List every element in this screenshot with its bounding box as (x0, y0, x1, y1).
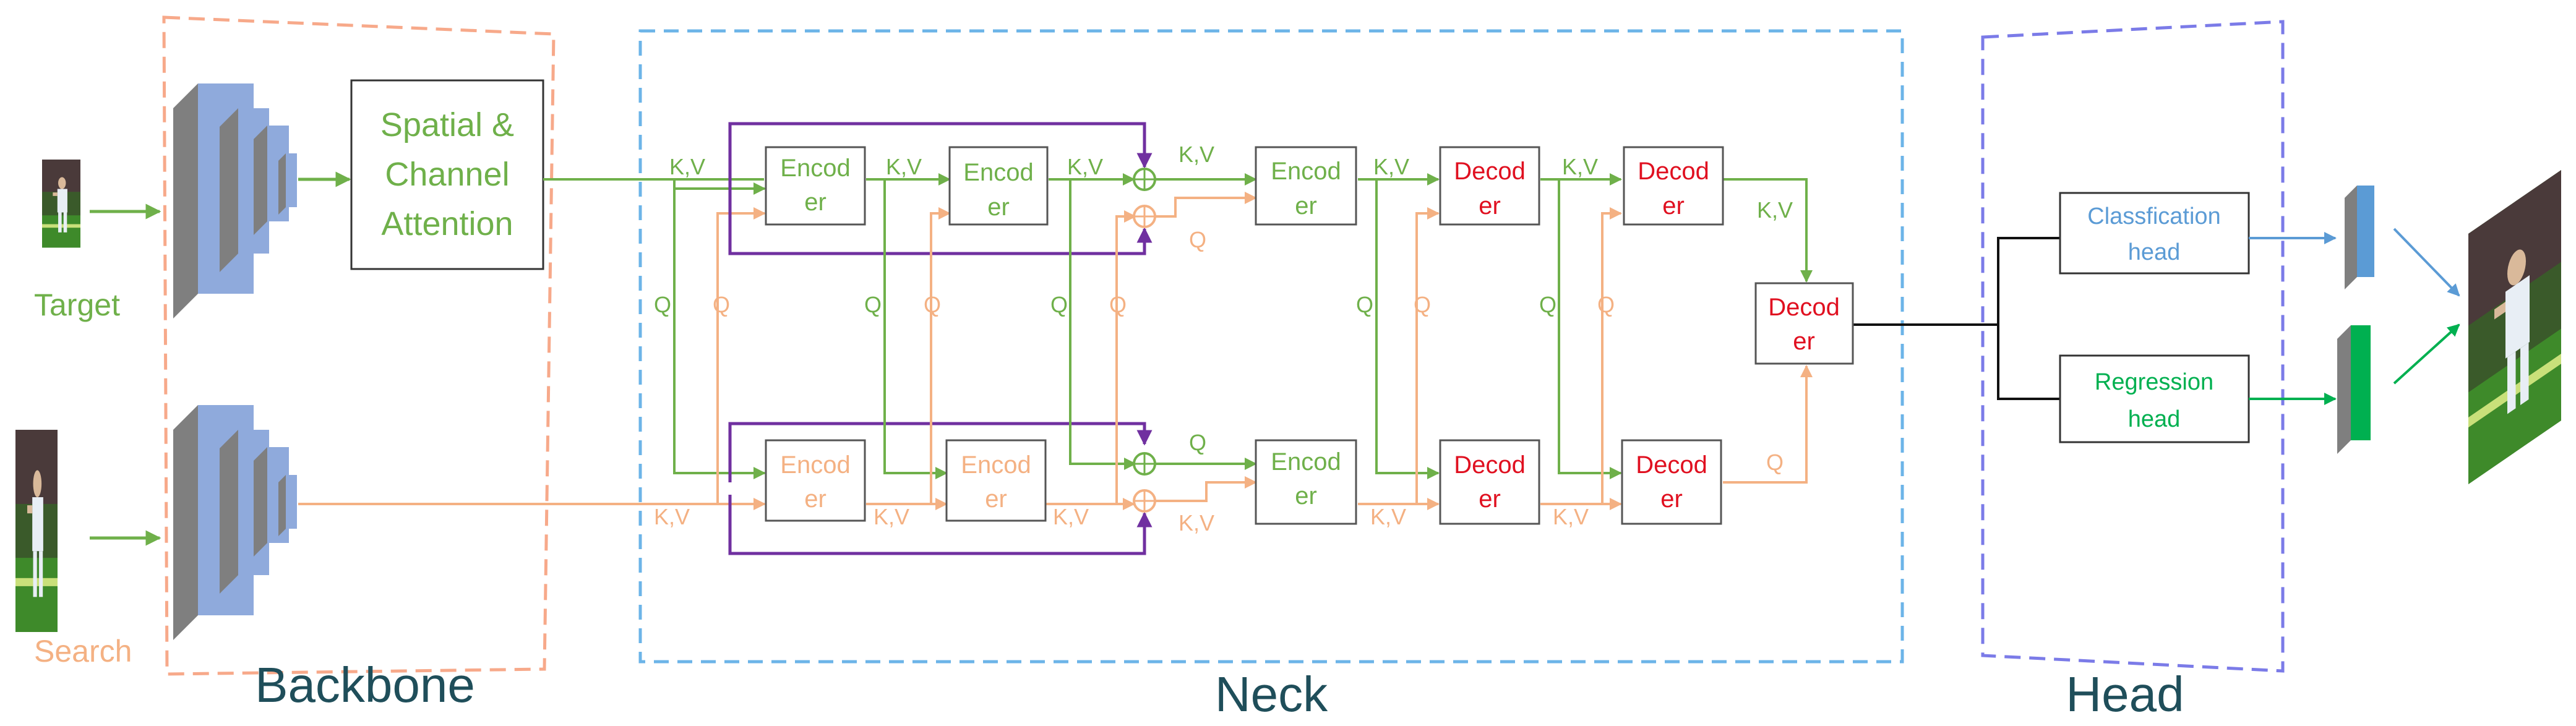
svg-text:er: er (1479, 485, 1501, 513)
q-label: Q (713, 292, 730, 317)
sum-node-bottom-green (1133, 452, 1156, 476)
svg-text:er: er (1295, 192, 1317, 220)
q-label: Q (1597, 292, 1615, 317)
kv-label: K,V (886, 154, 922, 179)
search-feature-stack (173, 405, 297, 640)
sum-node-top-green (1133, 168, 1156, 191)
svg-text:er: er (1660, 485, 1683, 513)
decoder-bottom-1: Decod er (1439, 439, 1540, 525)
kv-label: K,V (669, 154, 705, 179)
backbone-title: Backbone (255, 657, 475, 712)
q-link-search-to-top-enc1 (716, 207, 766, 504)
q-label: Q (1189, 430, 1206, 455)
search-image (15, 430, 58, 632)
kv-label: K,V (1757, 197, 1793, 223)
svg-text:Decod: Decod (1454, 451, 1526, 479)
search-label: Search (34, 634, 132, 668)
target-image (42, 160, 80, 248)
encoder-bottom-3: Encod er (1255, 439, 1357, 525)
svg-text:Encod: Encod (780, 155, 850, 182)
svg-text:Decod: Decod (1636, 451, 1707, 479)
neck-title: Neck (1215, 667, 1328, 722)
q-label: Q (1356, 292, 1373, 317)
bottom-skip-connection-lower (728, 495, 1153, 555)
top-skip-connection (728, 122, 1153, 189)
decoder-top-2: Decod er (1623, 146, 1724, 226)
svg-text:Encod: Encod (963, 159, 1033, 186)
decoder-top-1: Decod er (1439, 146, 1540, 226)
svg-text:Decod: Decod (1454, 158, 1526, 185)
q-label: Q (1050, 292, 1068, 317)
svg-text:er: er (1662, 192, 1685, 220)
top-skip-connection-lower (728, 189, 1153, 255)
svg-text:er: er (1793, 328, 1815, 355)
decoder-final: Decod er (1754, 282, 1854, 365)
q-label: Q (1109, 292, 1127, 317)
svg-text:Encod: Encod (1271, 448, 1341, 476)
bottom-skip-connection (728, 422, 1153, 482)
neck-region-border (638, 29, 1904, 664)
target-feature-stack (173, 83, 297, 318)
encoder-top-3: Encod er (1255, 146, 1357, 226)
attention-box (350, 79, 544, 270)
svg-text:Encod: Encod (780, 451, 850, 479)
svg-text:er: er (804, 189, 826, 216)
q-link-target-to-bottom-enc1 (673, 179, 766, 479)
svg-text:Encod: Encod (1271, 158, 1341, 185)
svg-text:er: er (804, 485, 826, 513)
target-label: Target (34, 288, 120, 322)
kv-label: K,V (874, 504, 909, 529)
svg-text:er: er (1295, 482, 1317, 510)
q-label: Q (654, 292, 671, 317)
q-label: Q (864, 292, 882, 317)
kv-label: K,V (1179, 142, 1214, 167)
kv-label: K,V (1053, 504, 1089, 529)
q-label: Q (1539, 292, 1556, 317)
regression-head-box: Regression head (2059, 354, 2250, 443)
attention-label-line1: Spatial & (380, 106, 514, 143)
encoder-bottom-1: Encod er (765, 439, 866, 522)
svg-text:er: er (987, 194, 1010, 221)
attention-label-line2: Channel (385, 156, 509, 193)
attention-label-line3: Attention (381, 205, 513, 242)
q-label: Q (1189, 227, 1206, 252)
head-title: Head (2066, 667, 2184, 722)
svg-text:head: head (2128, 406, 2181, 432)
classification-map (2345, 186, 2374, 289)
head-region-border (1981, 20, 2285, 673)
kv-label: K,V (654, 504, 690, 529)
sum-node-bottom-orange (1133, 489, 1156, 513)
decoder-bottom-2: Decod er (1621, 439, 1722, 525)
decoder-to-heads-connector (1853, 237, 2060, 326)
q-label: Q (1766, 450, 1784, 475)
classification-head-box: Classfication head (2059, 192, 2250, 275)
kv-label: K,V (1373, 154, 1409, 179)
kv-label: K,V (1067, 154, 1103, 179)
sum-node-top-orange (1133, 205, 1156, 228)
output-image (2468, 170, 2561, 484)
svg-text:Decod: Decod (1768, 294, 1840, 321)
svg-text:Classfication: Classfication (2087, 203, 2220, 229)
svg-text:Encod: Encod (961, 451, 1031, 479)
q-label: Q (924, 292, 941, 317)
svg-text:er: er (1479, 192, 1501, 220)
regression-map (2337, 325, 2371, 454)
svg-text:er: er (985, 485, 1007, 513)
encoder-top-2: Encod er (948, 146, 1049, 226)
kv-label: K,V (1553, 504, 1589, 529)
kv-label: K,V (1562, 154, 1598, 179)
encoder-top-1: Encod er (765, 146, 866, 226)
svg-text:Regression: Regression (2095, 369, 2213, 395)
encoder-bottom-2: Encod er (945, 439, 1047, 522)
svg-text:head: head (2128, 239, 2181, 265)
backbone-region-border (162, 15, 556, 676)
svg-text:Decod: Decod (1638, 158, 1709, 185)
q-label: Q (1414, 292, 1431, 317)
kv-label: K,V (1179, 510, 1214, 536)
kv-label: K,V (1370, 504, 1406, 529)
